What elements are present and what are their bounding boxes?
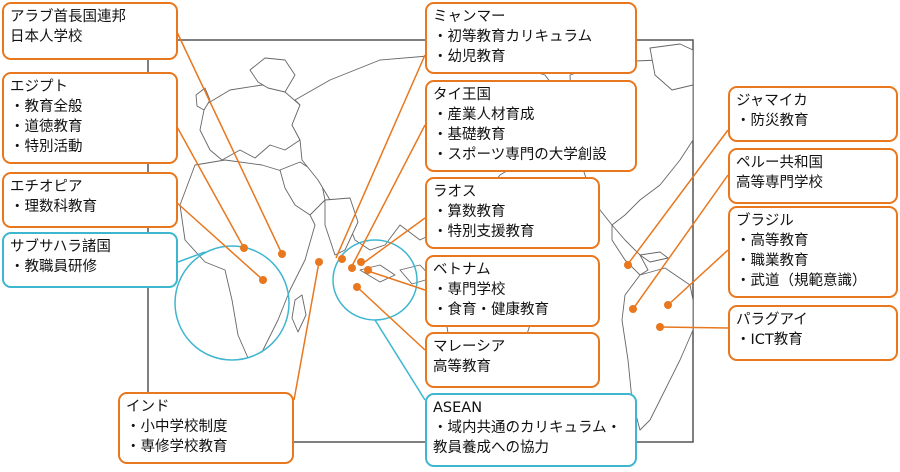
box-egypt-item: 特別活動 <box>10 137 170 157</box>
box-uae-title: アラブ首長国連邦 <box>10 9 126 25</box>
box-asean-item: 域内共通のカリキュラム・ <box>433 418 629 438</box>
box-peru-item: 高等専門学校 <box>736 175 823 191</box>
marker-malaysia <box>353 283 361 291</box>
box-laos-item: 特別支援教育 <box>433 222 592 242</box>
marker-laos <box>357 258 365 266</box>
connector-lines <box>175 29 729 401</box>
box-subsaharan-title: サブサハラ諸国 <box>10 239 111 255</box>
box-vietnam-item: 食育・健康教育 <box>433 300 592 320</box>
marker-india <box>315 258 323 266</box>
box-brazil-item: 職業教育 <box>736 251 890 271</box>
box-asean-item: 教員養成への協力 <box>433 440 549 456</box>
box-subsaharan: サブサハラ諸国 教職員研修 <box>2 232 178 288</box>
marker-vietnam <box>364 266 372 274</box>
box-brazil-item: 武道（規範意識） <box>736 271 890 291</box>
box-brazil: ブラジル 高等教育 職業教育 武道（規範意識） <box>728 206 898 298</box>
marker-jamaica <box>624 261 632 269</box>
box-paraguay: パラグアイ ICT教育 <box>728 305 898 361</box>
box-malaysia-title: マレーシア <box>433 339 506 355</box>
subsaharan-region-circle <box>174 245 290 361</box>
box-brazil-title: ブラジル <box>736 213 794 229</box>
box-uae: アラブ首長国連邦 日本人学校 <box>2 2 178 60</box>
box-ethiopia-item: 理数科教育 <box>10 197 170 217</box>
box-india-title: インド <box>126 399 170 415</box>
box-laos: ラオス 算数教育 特別支援教育 <box>425 177 600 249</box>
box-thailand: タイ王国 産業人材育成 基礎教育 スポーツ専門の大学創設 <box>425 80 637 172</box>
box-egypt-item: 道徳教育 <box>10 117 170 137</box>
marker-myanmar <box>338 255 346 263</box>
box-myanmar-item: 初等教育カリキュラム <box>433 27 629 47</box>
box-india-item: 小中学校制度 <box>126 417 286 437</box>
box-india-item: 専修学校教育 <box>126 437 286 457</box>
box-india: インド 小中学校制度 専修学校教育 <box>118 392 294 464</box>
box-egypt: エジプト 教育全般 道徳教育 特別活動 <box>2 72 178 164</box>
box-uae-item: 日本人学校 <box>10 29 83 45</box>
box-egypt-title: エジプト <box>10 79 68 95</box>
marker-thailand <box>348 264 356 272</box>
marker-paraguay <box>656 323 664 331</box>
box-asean: ASEAN 域内共通のカリキュラム・ 教員養成への協力 <box>425 393 637 467</box>
box-thailand-item: 基礎教育 <box>433 125 629 145</box>
box-jamaica: ジャマイカ 防災教育 <box>728 86 898 142</box>
box-vietnam: ベトナム 専門学校 食育・健康教育 <box>425 255 600 327</box>
box-vietnam-item: 専門学校 <box>433 280 592 300</box>
box-jamaica-title: ジャマイカ <box>736 93 808 109</box>
marker-ethiopia <box>259 276 267 284</box>
box-thailand-title: タイ王国 <box>433 87 491 103</box>
box-brazil-item: 高等教育 <box>736 231 890 251</box>
box-paraguay-title: パラグアイ <box>736 312 808 328</box>
box-egypt-item: 教育全般 <box>10 97 170 117</box>
box-asean-title: ASEAN <box>433 400 483 416</box>
box-myanmar-title: ミャンマー <box>433 9 506 25</box>
box-malaysia-item: 高等教育 <box>433 359 491 375</box>
box-myanmar: ミャンマー 初等教育カリキュラム 幼児教育 <box>425 2 637 74</box>
box-paraguay-item: ICT教育 <box>736 330 890 350</box>
marker-brazil <box>664 301 672 309</box>
marker-egypt <box>240 244 248 252</box>
marker-uae <box>278 250 286 258</box>
box-laos-title: ラオス <box>433 184 477 200</box>
box-thailand-item: スポーツ専門の大学創設 <box>433 145 629 165</box>
box-vietnam-title: ベトナム <box>433 262 491 278</box>
box-peru-title: ペルー共和国 <box>736 155 823 171</box>
location-markers <box>240 244 672 331</box>
box-ethiopia-title: エチオピア <box>10 179 83 195</box>
box-jamaica-item: 防災教育 <box>736 111 890 131</box>
marker-peru <box>629 305 637 313</box>
box-malaysia: マレーシア 高等教育 <box>425 332 600 388</box>
box-ethiopia: エチオピア 理数科教育 <box>2 172 178 228</box>
box-laos-item: 算数教育 <box>433 202 592 222</box>
box-thailand-item: 産業人材育成 <box>433 105 629 125</box>
box-peru: ペルー共和国 高等専門学校 <box>728 148 898 204</box>
box-myanmar-item: 幼児教育 <box>433 47 629 67</box>
box-subsaharan-item: 教職員研修 <box>10 257 170 277</box>
